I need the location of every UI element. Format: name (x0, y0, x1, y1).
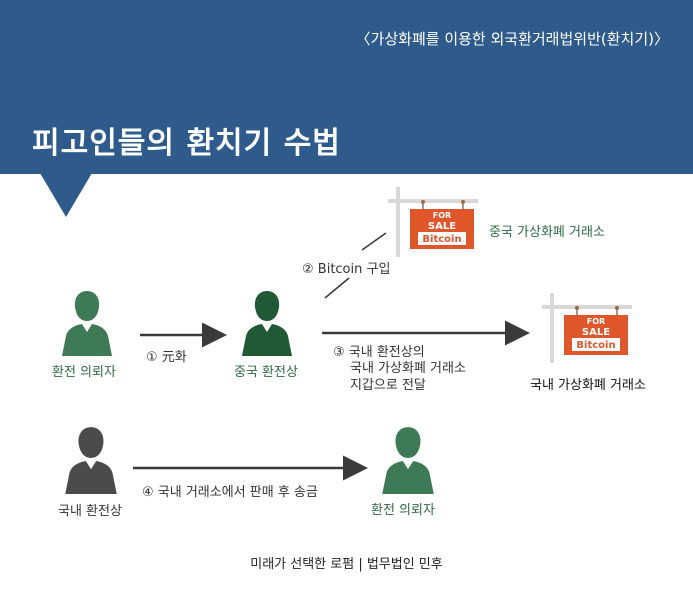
step3-label-line1: ③ 국내 환전상의 (333, 345, 425, 360)
step3-label-line3: 지갑으로 전달 (350, 378, 426, 393)
domestic-exchanger-person-icon (65, 427, 117, 494)
step2-label: ② Bitcoin 구입 (302, 262, 391, 277)
client-top-person-icon (62, 291, 112, 356)
china-exchange-sign-icon: FOR SALE Bitcoin (388, 187, 478, 257)
step4-label: ④ 국내 거래소에서 판매 후 송금 (142, 485, 318, 500)
header-pointer (40, 173, 92, 217)
page-title: 피고인들의 환치기 수법 (32, 126, 341, 161)
header-subtitle: 〈가상화폐를 이용한 외국환거래법위반(환치기)〉 (355, 30, 669, 48)
client-bottom-person-icon (382, 427, 434, 494)
sign-text-sale: SALE (582, 327, 610, 338)
header-banner: 〈가상화폐를 이용한 외국환거래법위반(환치기)〉 피고인들의 환치기 수법 (0, 0, 693, 174)
step3-label-line2: 국내 가상화폐 거래소 (350, 361, 466, 376)
sign-text-for: FOR (587, 317, 605, 326)
client-top-label: 환전 의뢰자 (52, 365, 116, 380)
domestic-exchange-label: 국내 가상화폐 거래소 (530, 378, 646, 393)
domestic-exchanger-label: 국내 환전상 (58, 504, 122, 519)
china-exchanger-label: 중국 환전상 (234, 365, 298, 380)
footer-credit: 미래가 선택한 로펌 | 법무법인 민후 (250, 557, 443, 572)
china-exchanger-person-icon (242, 291, 292, 356)
client-bottom-label: 환전 의뢰자 (371, 503, 435, 518)
step1-label: ① 元화 (146, 350, 187, 365)
sign-text-sale: SALE (428, 221, 456, 232)
sign-text-bitcoin: Bitcoin (422, 234, 461, 245)
line-step2-lower (324, 277, 350, 299)
domestic-exchange-sign-icon: FOR SALE Bitcoin (542, 293, 632, 363)
sign-text-for: FOR (433, 211, 451, 220)
sign-text-bitcoin: Bitcoin (576, 340, 615, 351)
line-step2-upper (361, 232, 387, 251)
china-exchange-label: 중국 가상화폐 거래소 (489, 225, 605, 240)
